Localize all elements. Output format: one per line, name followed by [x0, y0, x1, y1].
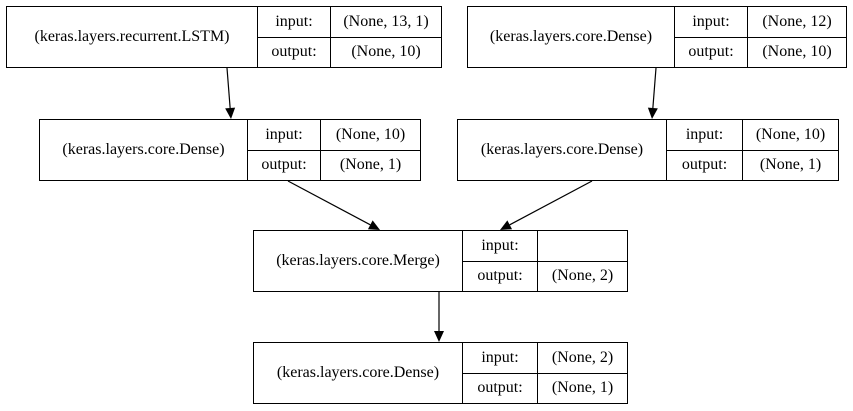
node-layer-name: (keras.layers.core.Dense) — [40, 120, 248, 180]
input-shape: (None, 13, 1) — [343, 12, 429, 30]
output-shape: (None, 10) — [762, 43, 832, 61]
edge-line — [652, 67, 657, 109]
dense-input-node: (keras.layers.core.Dense) input: (None, … — [467, 6, 847, 68]
node-layer-name: (keras.layers.core.Merge) — [254, 231, 463, 291]
output-shape: (None, 2) — [551, 267, 614, 285]
output-label: output: — [667, 150, 743, 180]
output-shape: (None, 1) — [551, 379, 614, 397]
output-shape: (None, 1) — [339, 156, 402, 174]
input-shape — [538, 231, 627, 261]
edge-line — [226, 67, 231, 109]
node-layer-name: (keras.layers.core.Dense) — [468, 7, 675, 67]
node-layer-name: (keras.layers.core.Dense) — [458, 120, 667, 180]
edge-line — [509, 180, 593, 226]
output-label: output: — [675, 37, 748, 67]
edge-arrowhead — [434, 331, 444, 342]
edge-line — [287, 180, 371, 226]
input-label: input: — [258, 7, 331, 37]
output-label: output: — [248, 150, 321, 180]
dense-output-node: (keras.layers.core.Dense) input: (None, … — [253, 342, 628, 404]
node-layer-name: (keras.layers.core.Dense) — [254, 343, 463, 403]
input-label: input: — [675, 7, 748, 37]
output-shape: (None, 10) — [351, 43, 421, 61]
output-label: output: — [258, 37, 331, 67]
dense-right-node: (keras.layers.core.Dense) input: (None, … — [457, 119, 839, 181]
output-label: output: — [463, 373, 538, 403]
input-label: input: — [463, 231, 538, 261]
input-shape: (None, 12) — [762, 12, 832, 30]
input-label: input: — [248, 120, 321, 150]
edge-arrowhead — [647, 107, 658, 119]
input-shape: (None, 10) — [755, 125, 826, 143]
input-shape: (None, 2) — [551, 348, 614, 366]
output-shape: (None, 1) — [759, 156, 822, 174]
input-label: input: — [667, 120, 743, 150]
node-layer-name: (keras.layers.recurrent.LSTM) — [7, 7, 258, 67]
edge-arrowhead — [500, 220, 513, 230]
edge-arrowhead — [367, 220, 380, 230]
input-shape: (None, 10) — [335, 125, 406, 143]
input-label: input: — [463, 343, 538, 373]
output-label: output: — [463, 261, 538, 291]
merge-node: (keras.layers.core.Merge) input: output:… — [253, 230, 628, 292]
lstm-node: (keras.layers.recurrent.LSTM) input: (No… — [6, 6, 442, 68]
dense-left-node: (keras.layers.core.Dense) input: (None, … — [39, 119, 421, 181]
edge-arrowhead — [225, 107, 236, 119]
